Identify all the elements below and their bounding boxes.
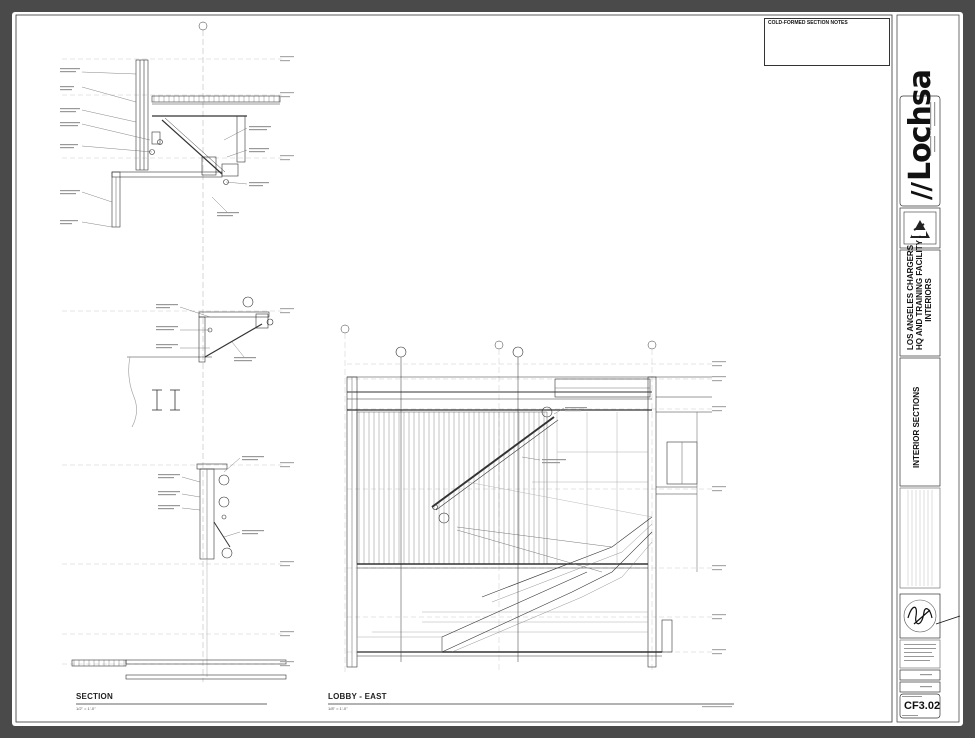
project-name: LOS ANGELES CHARGERS HQ AND TRAINING FAC… — [906, 235, 933, 350]
drawing-sheet: COLD-FORMED SECTION NOTES SECTION 1/2" =… — [12, 12, 963, 726]
right-section-scale: 1/8" = 1'-0" — [328, 706, 348, 711]
sheet-border — [15, 14, 893, 723]
signature-icon — [903, 599, 961, 633]
section-notes-box: COLD-FORMED SECTION NOTES — [764, 18, 890, 66]
lochsa-logo-icon: // — [907, 183, 937, 200]
notes-title: COLD-FORMED SECTION NOTES — [768, 20, 848, 26]
lobby-east-section — [328, 324, 734, 708]
left-section-title: SECTION — [76, 692, 113, 701]
drawing-canvas — [15, 14, 961, 723]
architect-logo-icon — [903, 211, 937, 245]
title-block — [896, 14, 960, 723]
left-section-detail — [60, 21, 294, 705]
sheet-title: INTERIOR SECTIONS — [912, 386, 921, 468]
brand-logo: //Lochsa — [903, 70, 938, 200]
left-section-scale: 1/2" = 1'-0" — [76, 706, 96, 711]
sheet-number: CF3.02 — [904, 700, 941, 712]
right-section-title: LOBBY - EAST — [328, 692, 387, 701]
